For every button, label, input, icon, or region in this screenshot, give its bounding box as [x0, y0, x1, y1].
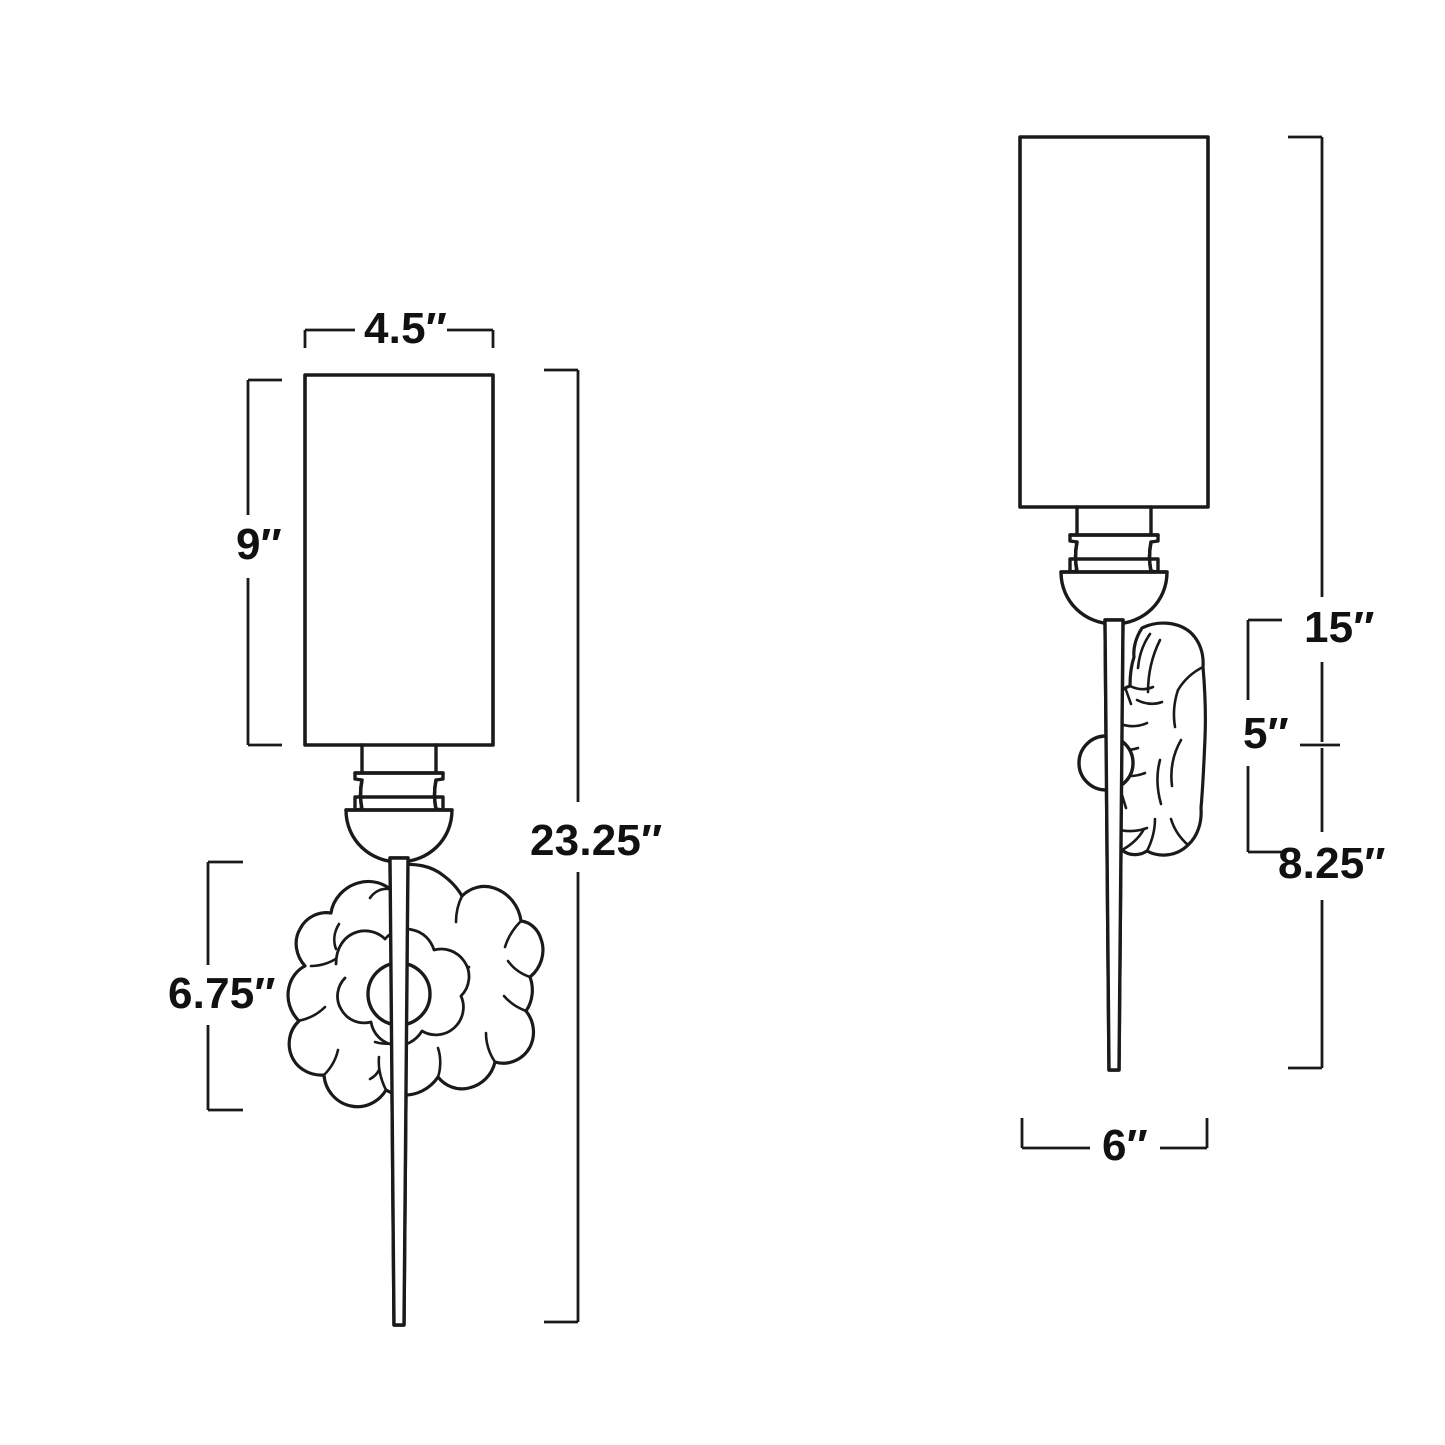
dim-label-backplate-to-tip: 8.25″: [1278, 839, 1386, 888]
side-stem-over-backplate: [1103, 618, 1125, 1072]
dim-label-backplate-height: 6.75″: [168, 969, 276, 1018]
side-candle-socket: [1068, 533, 1160, 574]
dim-label-shade-height: 9″: [236, 520, 282, 569]
side-shade-outline: [1018, 135, 1210, 509]
dim-label-projection-width: 6″: [1102, 1121, 1148, 1170]
front-elevation-view: [286, 373, 545, 1327]
front-socket-band-left: [358, 778, 364, 812]
dim-label-overall-height: 23.25″: [530, 816, 663, 865]
side-socket-band-left: [1073, 540, 1079, 574]
dim-label-shade-to-backplate: 15″: [1304, 603, 1375, 652]
front-stem-over-rosette: [388, 856, 410, 1327]
front-shade-outline: [303, 373, 495, 747]
side-dimension-lines: [1020, 135, 1340, 1150]
front-dimension-lines: [206, 328, 580, 1324]
side-bobeche-dish: [1059, 570, 1169, 626]
dim-label-shade-width: 4.5″: [364, 304, 448, 353]
front-socket-band-right: [432, 778, 438, 812]
front-bobeche-dish: [344, 808, 454, 864]
side-elevation-view: [1018, 135, 1210, 1072]
front-candle-socket: [353, 771, 445, 812]
dim-label-backplate-depth-height: 5″: [1243, 709, 1289, 758]
side-socket-band-right: [1147, 540, 1153, 574]
